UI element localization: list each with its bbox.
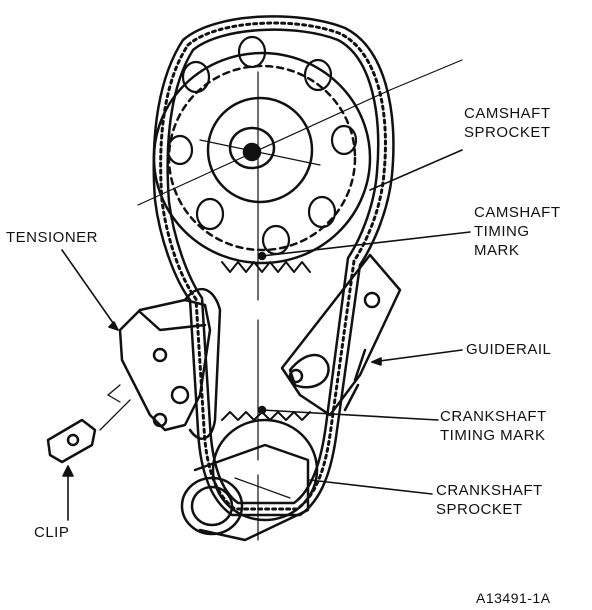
- sprocket-lightening-holes: [166, 35, 358, 256]
- label-clip: CLIP: [34, 523, 69, 542]
- label-line: SPROCKET: [436, 501, 523, 518]
- label-line: CLIP: [34, 524, 70, 541]
- label-line: CRANKSHAFT: [436, 482, 543, 499]
- label-camshaft-timing-mark: CAMSHAFT TIMING MARK: [474, 203, 561, 260]
- label-guiderail: GUIDERAIL: [466, 340, 551, 359]
- tensioner: [118, 287, 222, 440]
- camshaft-sprocket: [152, 35, 372, 273]
- label-tensioner: TENSIONER: [6, 228, 98, 247]
- label-line: CAMSHAFT: [474, 204, 561, 221]
- label-line: GUIDERAIL: [466, 341, 552, 358]
- label-line: TIMING: [474, 223, 530, 240]
- label-line: TIMING MARK: [440, 427, 546, 444]
- label-crankshaft-timing-mark: CRANKSHAFT TIMING MARK: [440, 407, 547, 445]
- label-camshaft-sprocket: CAMSHAFT SPROCKET: [464, 104, 551, 142]
- label-line: CRANKSHAFT: [440, 408, 547, 425]
- label-crankshaft-sprocket: CRANKSHAFT SPROCKET: [436, 481, 543, 519]
- leader-lines: [61, 149, 471, 521]
- guiderail: [280, 253, 402, 417]
- label-line: TENSIONER: [6, 229, 99, 246]
- label-line: SPROCKET: [464, 124, 551, 141]
- figure-id: A13491-1A: [476, 590, 551, 606]
- label-line: MARK: [474, 242, 520, 259]
- label-line: CAMSHAFT: [464, 105, 551, 122]
- clip-part: [46, 418, 97, 464]
- crankshaft-sprocket: [180, 411, 319, 542]
